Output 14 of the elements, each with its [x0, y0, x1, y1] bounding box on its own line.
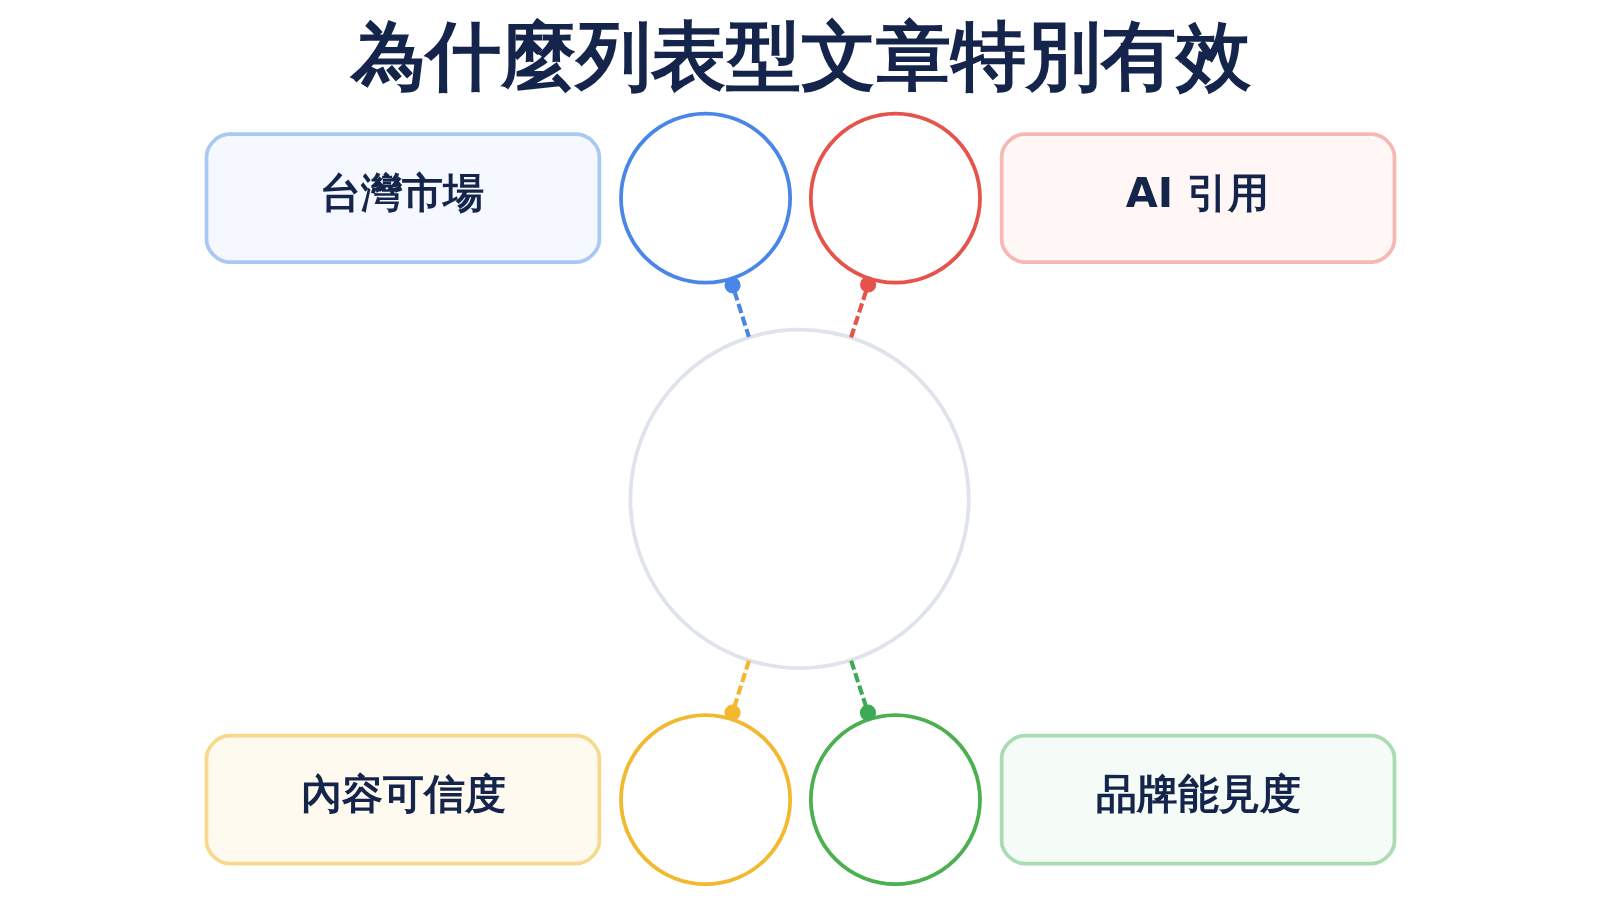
- node-circle: [618, 111, 792, 285]
- connector: [723, 659, 751, 721]
- node-box: 品牌能見度: [999, 733, 1396, 866]
- connector: [848, 659, 876, 721]
- node-circle: [618, 713, 792, 887]
- diagram-title: 為什麼列表型文章特別有效: [350, 11, 1251, 100]
- node-circle: [628, 327, 971, 670]
- connector: [848, 276, 876, 338]
- connector: [723, 277, 751, 338]
- node-circle: [808, 713, 982, 887]
- node-box: AI 引用: [999, 132, 1396, 264]
- node-box: 台灣市場: [204, 132, 601, 264]
- node-circle: [808, 111, 982, 285]
- node-box: 內容可信度: [204, 733, 601, 866]
